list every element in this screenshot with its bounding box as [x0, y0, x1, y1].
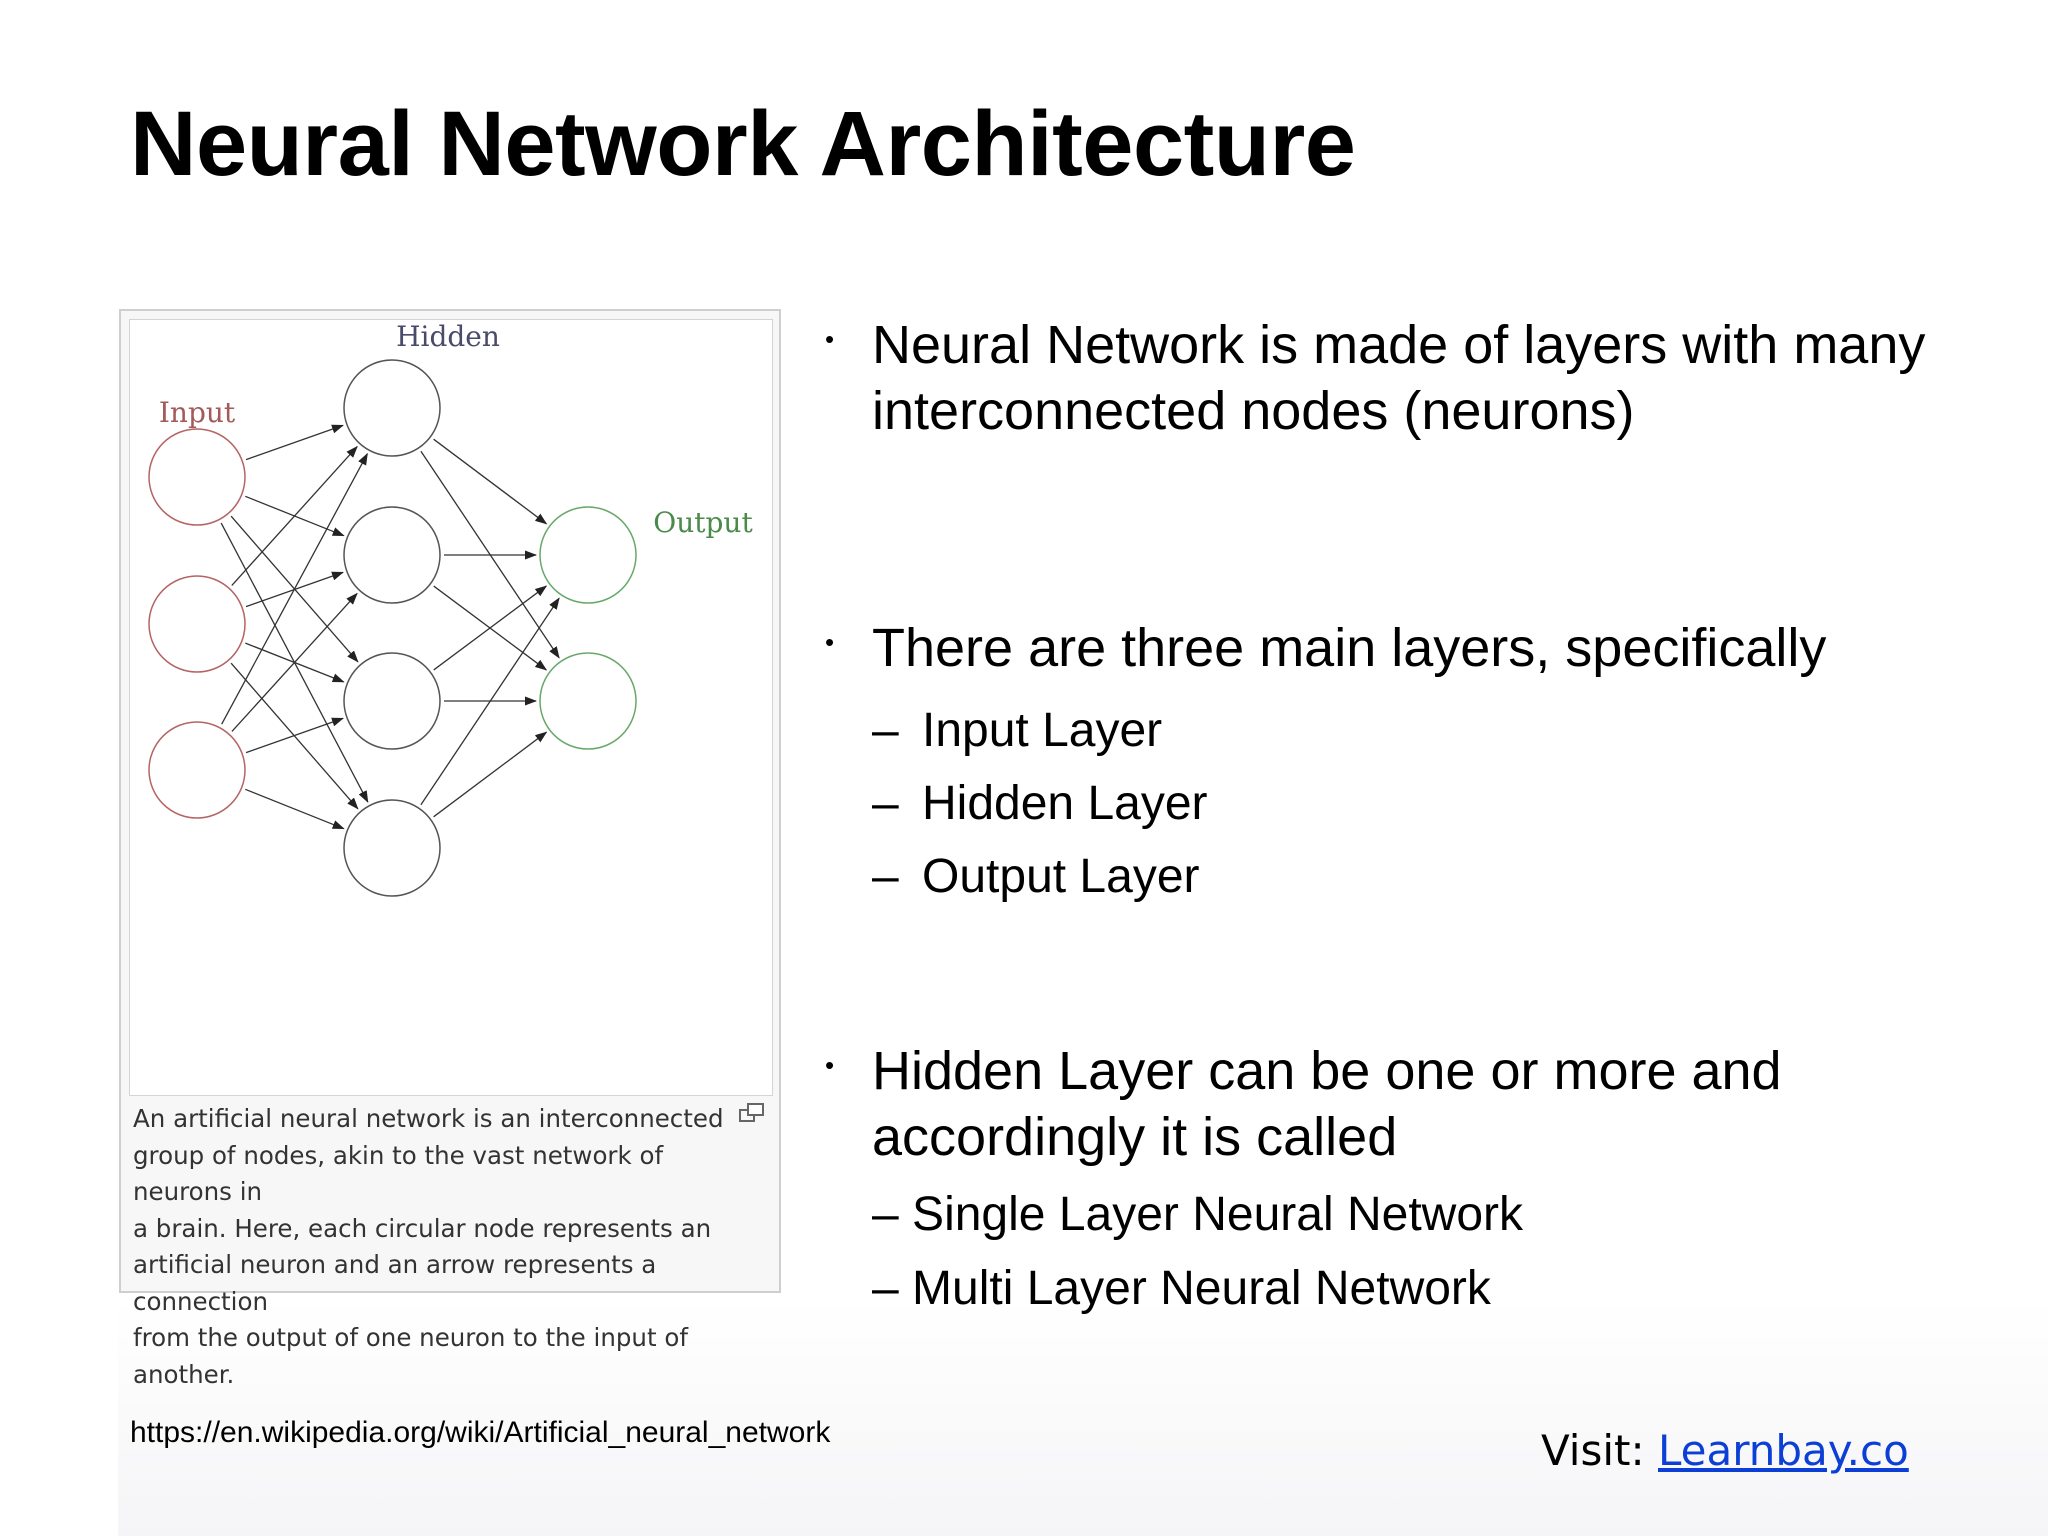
- bullet-line: interconnected nodes (neurons): [872, 381, 1635, 441]
- connection-arrow: [433, 438, 548, 525]
- slide-background-tint: [118, 1300, 2048, 1536]
- connection-arrow: [245, 717, 344, 754]
- caption-line: from the output of one neuron to the inp…: [133, 1323, 688, 1389]
- bullet-line: Neural Network is made of layers with ma…: [872, 315, 1926, 375]
- hidden-node: [343, 799, 441, 897]
- bullet-text: There are three main layers, specificall…: [872, 615, 1992, 681]
- hidden-node: [343, 506, 441, 604]
- sub-bullet-text: Output Layer: [922, 850, 1200, 903]
- source-url: https://en.wikipedia.org/wiki/Artificial…: [130, 1416, 831, 1449]
- sub-bullet: – Single Layer Neural Network: [872, 1187, 1523, 1242]
- visit-label: Visit:: [1541, 1426, 1658, 1475]
- sub-bullet-text: Hidden Layer: [922, 777, 1208, 830]
- sub-bullet-text: Multi Layer Neural Network: [912, 1262, 1491, 1315]
- learnbay-link[interactable]: Learnbay.co: [1658, 1426, 1909, 1475]
- bullet-dot: •: [825, 324, 835, 354]
- connection-arrow: [420, 597, 560, 806]
- connection-arrow: [245, 788, 345, 830]
- connection-arrow: [231, 592, 358, 732]
- output-layer-label: Output: [653, 506, 753, 539]
- neural-network-svg: Input Hidden Output: [148, 320, 753, 897]
- sub-bullet: –Input Layer: [872, 703, 1162, 758]
- figure-thumbnail: Input Hidden Output An artificial neural…: [119, 309, 781, 1389]
- bullet-line: Hidden Layer can be one or more and: [872, 1041, 1782, 1101]
- hidden-layer-label: Hidden: [396, 320, 500, 353]
- hidden-node: [343, 652, 441, 750]
- input-node: [148, 721, 246, 819]
- connection-arrow: [433, 585, 548, 671]
- sub-bullet-dash: –: [872, 777, 899, 830]
- caption-line: group of nodes, akin to the vast network…: [133, 1140, 664, 1207]
- sub-bullet: –Hidden Layer: [872, 776, 1208, 831]
- sub-bullet-text: Input Layer: [922, 704, 1163, 757]
- visit-footer: Visit: Learnbay.co: [1541, 1426, 1909, 1475]
- caption-line: artificial neuron and an arrow represent…: [133, 1250, 657, 1316]
- hidden-node: [343, 359, 441, 457]
- sub-bullet-dash: –: [872, 850, 899, 903]
- connection-arrow: [231, 445, 358, 586]
- bullet-text: Neural Network is made of layers with ma…: [872, 312, 1992, 444]
- input-layer-label: Input: [159, 396, 236, 429]
- neural-network-diagram: Input Hidden Output: [129, 319, 773, 1096]
- caption-line: a brain. Here, each circular node repres…: [133, 1213, 712, 1243]
- bullet-dot: •: [825, 627, 835, 657]
- bullet-dot: •: [825, 1050, 835, 1080]
- bullet-line: There are three main layers, specificall…: [872, 618, 1827, 678]
- input-node: [148, 428, 246, 526]
- connection-arrow: [221, 452, 368, 725]
- figure-caption: An artificial neural network is an inter…: [133, 1101, 753, 1393]
- bullet-text: Hidden Layer can be one or more and acco…: [872, 1038, 1992, 1170]
- sub-bullet-text: Single Layer Neural Network: [912, 1188, 1523, 1241]
- bullet-line: accordingly it is called: [872, 1107, 1398, 1167]
- sub-bullet-dash: –: [872, 1262, 899, 1315]
- enlarge-icon[interactable]: [739, 1102, 765, 1124]
- sub-bullet: –Output Layer: [872, 849, 1200, 904]
- sub-bullet-dash: –: [872, 1188, 899, 1241]
- sub-bullet-dash: –: [872, 704, 899, 757]
- output-node: [539, 652, 637, 750]
- caption-line: An artificial neural network is an inter…: [133, 1104, 724, 1133]
- input-node: [148, 575, 246, 673]
- slide-title: Neural Network Architecture: [130, 93, 1356, 195]
- connection-arrow: [433, 731, 548, 818]
- connection-arrow: [245, 424, 344, 461]
- sub-bullet: – Multi Layer Neural Network: [872, 1261, 1491, 1316]
- output-node: [539, 506, 637, 604]
